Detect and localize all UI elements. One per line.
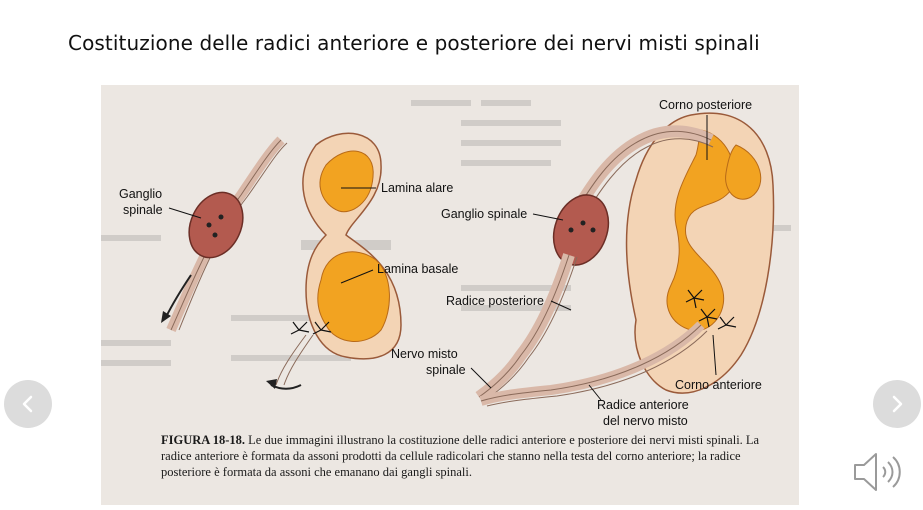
audio-button[interactable] (852, 448, 908, 496)
slide-title: Costituzione delle radici anteriore e po… (68, 31, 760, 55)
label-corno-anteriore: Corno anteriore (675, 378, 762, 392)
label-nervo-misto-1: Nervo misto (391, 347, 458, 361)
previous-slide-button[interactable] (4, 380, 52, 428)
figure-image: Ganglio spinale Lamina alare Lamina basa… (101, 85, 799, 505)
label-ganglio-spinale-right: Ganglio spinale (441, 207, 527, 221)
caption-figure-number: FIGURA 18-18. (161, 433, 246, 447)
speaker-icon (854, 453, 901, 491)
label-radice-posteriore: Radice posteriore (446, 294, 544, 308)
label-lamina-alare: Lamina alare (381, 181, 453, 195)
chevron-right-icon (892, 395, 903, 413)
label-radice-anteriore-2: del nervo misto (603, 414, 688, 428)
label-lamina-basale: Lamina basale (377, 262, 458, 276)
label-ganglio-spinale-left-2: spinale (123, 203, 163, 217)
label-ganglio-spinale-left-1: Ganglio (119, 187, 162, 201)
label-radice-anteriore-1: Radice anteriore (597, 398, 689, 412)
figure-illustration: Ganglio spinale Lamina alare Lamina basa… (101, 98, 791, 428)
chevron-left-icon (22, 395, 33, 413)
label-corno-posteriore: Corno posteriore (659, 98, 752, 112)
label-nervo-misto-2: spinale (426, 363, 466, 377)
next-slide-button[interactable] (873, 380, 921, 428)
caption-text: Le due immagini illustrano la costituzio… (161, 433, 760, 479)
figure-caption: FIGURA 18-18. Le due immagini illustrano… (161, 432, 781, 480)
